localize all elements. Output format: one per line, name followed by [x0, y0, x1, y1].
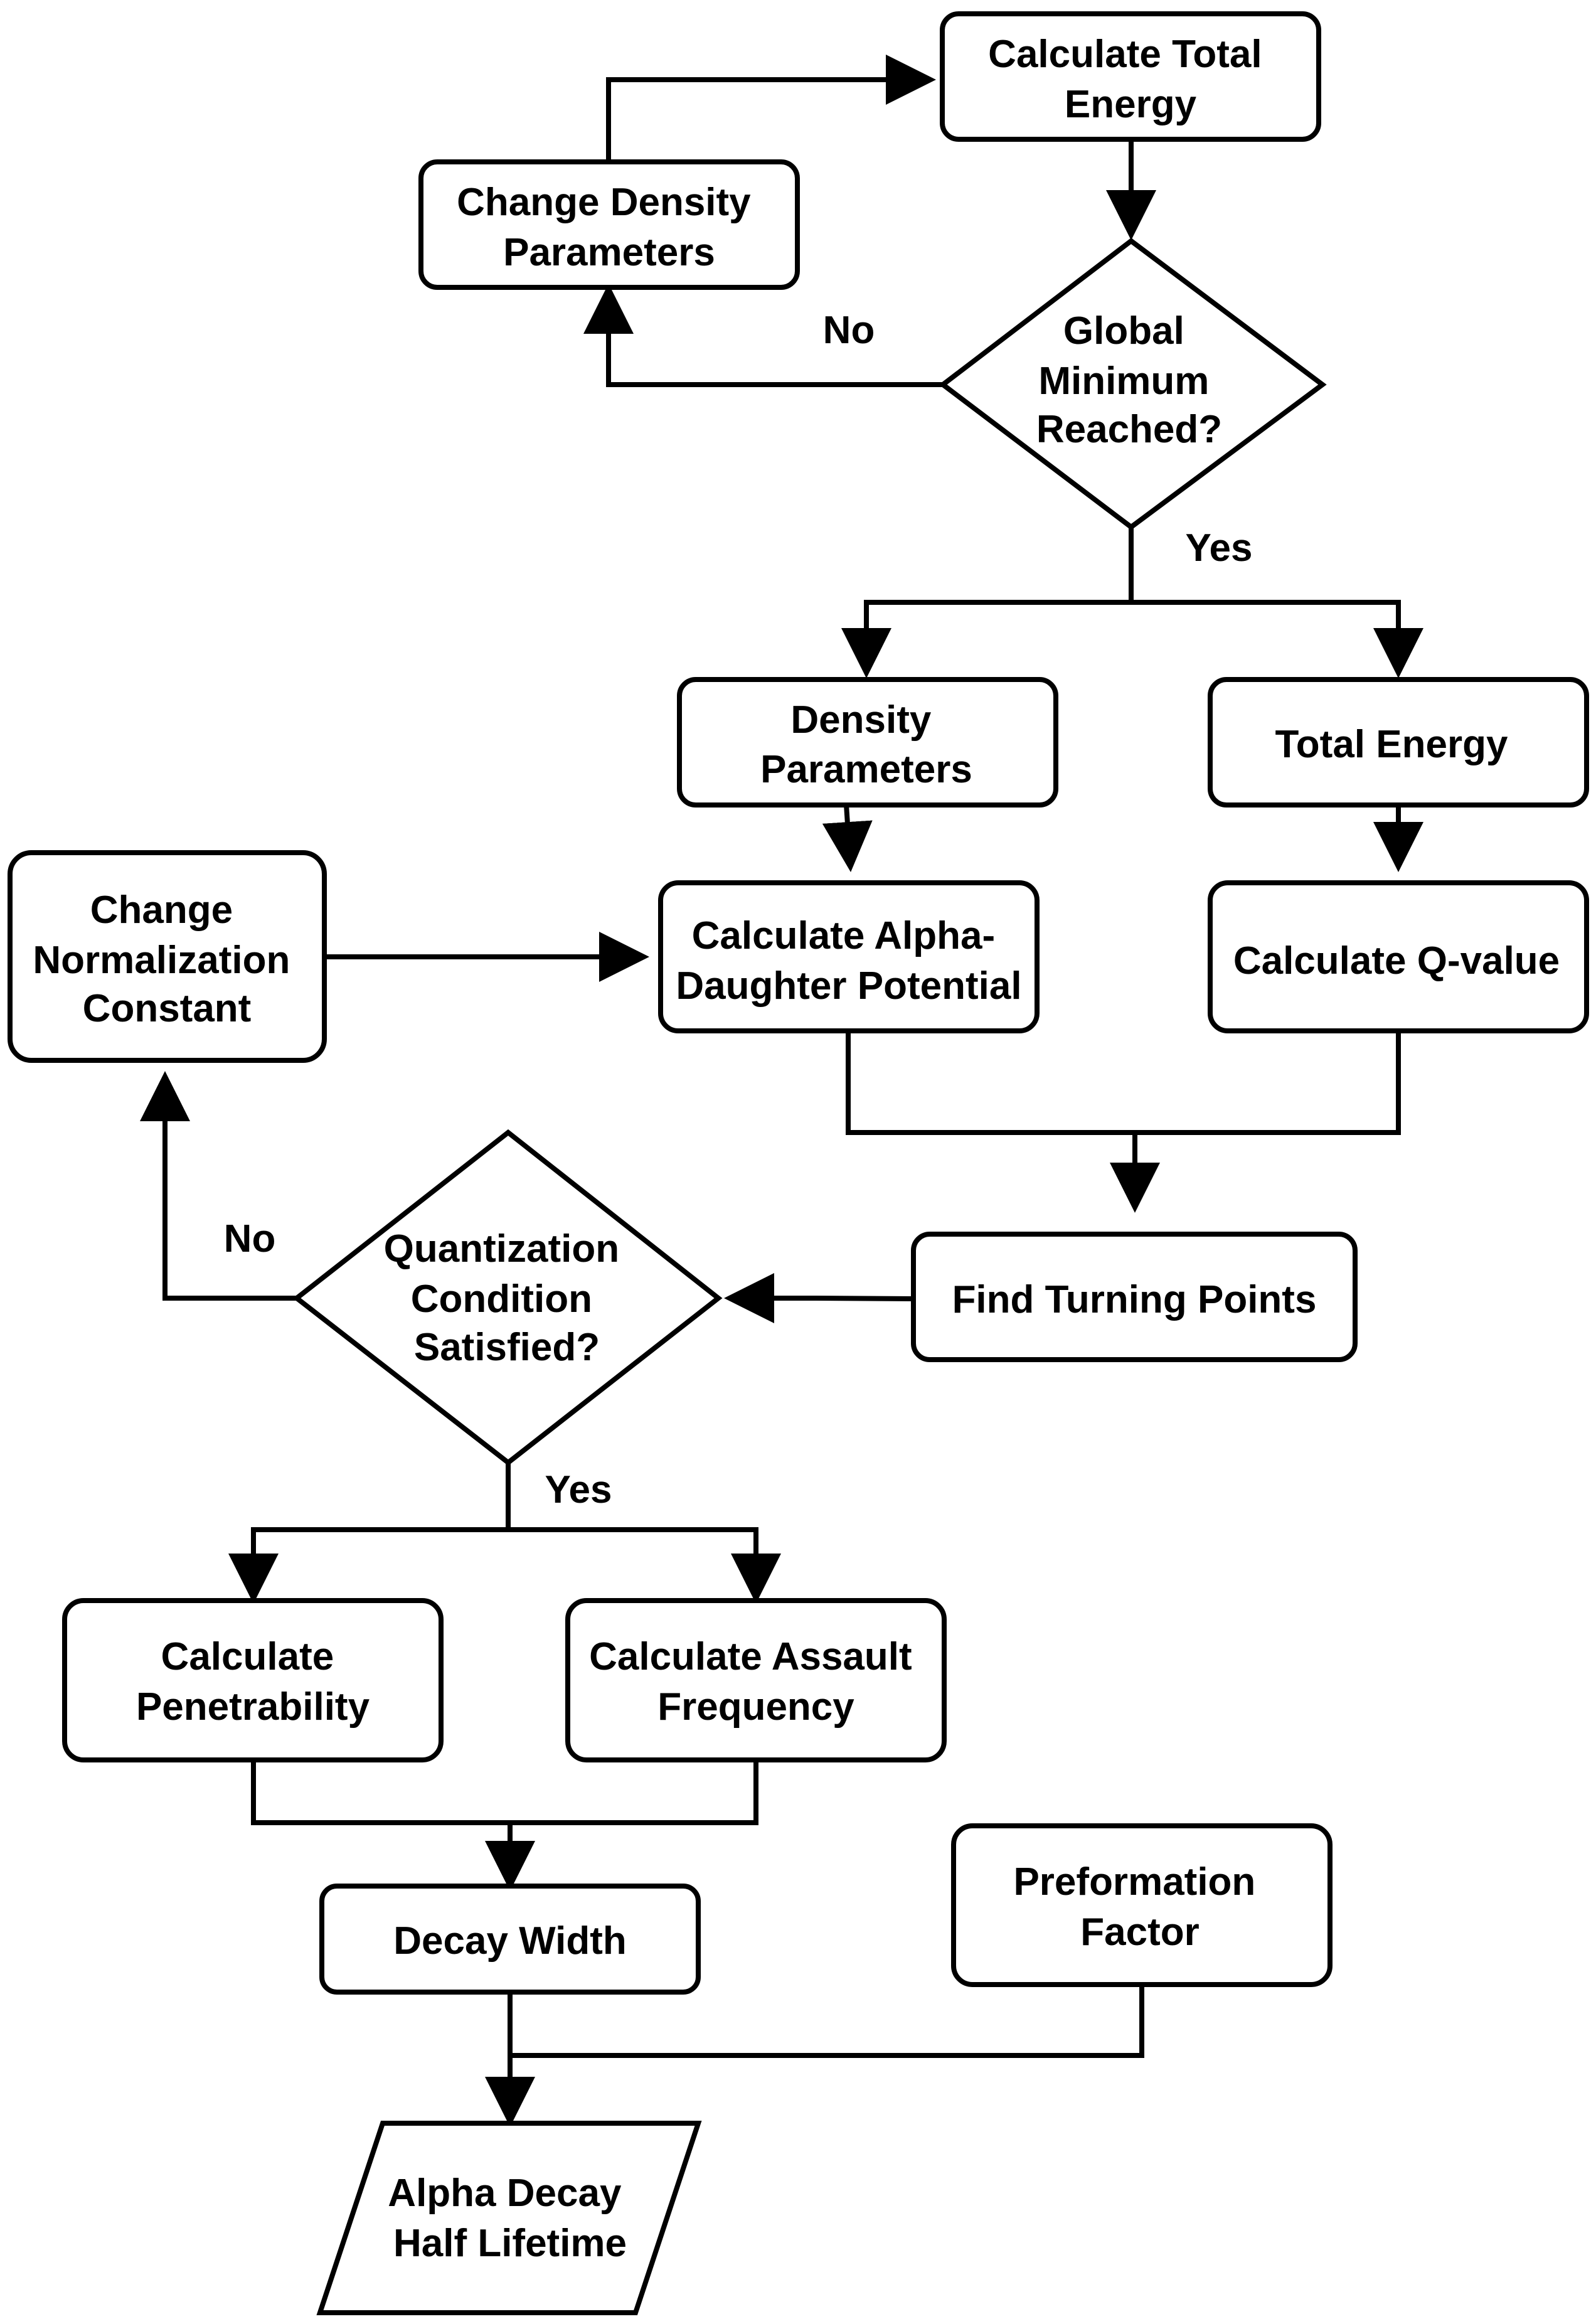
node-global-minimum: Global Minimum Reached?: [939, 237, 1327, 531]
svg-text:Preformation Factor: Preformation Factor: [1013, 1860, 1266, 1954]
svg-text:Calculate Assault Freque: Calculate Assault Frequency: [589, 1635, 923, 1729]
edge-penetrability-and-assault-merge: [251, 1761, 758, 1825]
node-half-lifetime: Alpha Decay Half Lifetime: [316, 2121, 702, 2315]
node-penetrability: Calculate Penetrability: [62, 1598, 444, 1762]
node-calc-alpha: Calculate Alpha- Daughter Potential: [658, 880, 1040, 1033]
edge-turning-points-to-quantization: [724, 1273, 914, 1323]
svg-text:Decay Width: Decay Width: [393, 1919, 627, 1963]
edge-yes-to-density-params: [841, 600, 1131, 678]
global-minimum-yes-label: Yes: [1186, 526, 1253, 570]
edge-yes-to-total-energy: [1131, 600, 1423, 678]
node-change-density-line-2: Parameters: [503, 231, 715, 274]
node-quantization-line-3: Satisfied?: [414, 1326, 600, 1369]
svg-text:Calculate Q-value: Calculate Q-value: [1233, 939, 1560, 983]
edge-change-density-to-calc-total-energy: [606, 55, 936, 160]
node-quantization: Quantization Condition Satisfied?: [292, 1129, 723, 1466]
node-density-params-line-2: Parameters: [760, 748, 972, 791]
global-minimum-no-label: No: [823, 309, 875, 352]
node-change-norm-line-2: Normalization: [33, 939, 290, 982]
svg-text:Find Turning Points: Find Turning Points: [952, 1278, 1317, 1321]
svg-text:Global Minimum Rea: Global Minimum Reached?: [1036, 309, 1222, 451]
svg-text:Calculate Total Energy: Calculate Total Energy: [988, 33, 1273, 126]
edge-global-minimum-no-to-change-density: [583, 284, 943, 387]
edge-yes-to-assault: [508, 1527, 781, 1604]
node-calc-total-energy: Calculate Total Energy: [940, 11, 1321, 142]
node-calc-total-energy-line-1: Calculate Total: [988, 33, 1262, 76]
quantization-no-label: No: [224, 1217, 276, 1261]
node-preformation-line-1: Preformation: [1013, 1860, 1255, 1904]
node-preformation-line-2: Factor: [1080, 1911, 1199, 1954]
edge-calc-alpha-and-q-merge: [846, 1031, 1401, 1135]
node-assault: Calculate Assault Frequency: [565, 1598, 947, 1762]
node-assault-line-2: Frequency: [657, 1685, 854, 1729]
node-penetrability-line-1: Calculate: [161, 1635, 334, 1678]
node-preformation: Preformation Factor: [951, 1823, 1333, 1987]
node-calc-q: Calculate Q-value: [1208, 880, 1589, 1033]
svg-text:Calculate Alpha- Daughte: Calculate Alpha- Daughter Potential: [676, 914, 1021, 1008]
node-decay-width-line-1: Decay Width: [393, 1919, 627, 1963]
node-decay-width: Decay Width: [319, 1884, 701, 1995]
svg-text:Quantization Condition: Quantization Condition Satisfied?: [384, 1227, 630, 1369]
node-density-params: Density Parameters: [677, 677, 1058, 808]
node-assault-line-1: Calculate Assault: [589, 1635, 912, 1678]
node-turning-points-line-1: Find Turning Points: [952, 1278, 1317, 1321]
node-calc-alpha-line-1: Calculate Alpha-: [692, 914, 995, 957]
node-total-energy-line-1: Total Energy: [1275, 723, 1508, 766]
node-total-energy: Total Energy: [1208, 677, 1589, 808]
node-quantization-line-2: Condition: [411, 1277, 592, 1321]
svg-text:Density Parameters: Density Parameters: [760, 698, 972, 791]
node-change-norm: Change Normalization Constant: [8, 850, 327, 1063]
node-global-minimum-line-2: Minimum: [1038, 360, 1209, 403]
node-quantization-line-1: Quantization: [384, 1227, 619, 1271]
node-calc-q-line-1: Calculate Q-value: [1233, 939, 1560, 983]
node-penetrability-line-2: Penetrability: [136, 1685, 370, 1729]
edge-labels: No Yes No Yes: [224, 309, 1253, 1511]
node-change-density: Change Density Parameters: [418, 159, 800, 290]
edge-yes-to-penetrability: [228, 1527, 508, 1604]
node-global-minimum-line-3: Reached?: [1036, 408, 1222, 451]
svg-text:Total Energy: Total Energy: [1275, 723, 1508, 766]
svg-text:Change Density Parameter: Change Density Parameters: [457, 181, 762, 274]
svg-text:Calculate Penetrability: Calculate Penetrability: [136, 1635, 370, 1729]
node-turning-points: Find Turning Points: [911, 1232, 1358, 1362]
node-change-norm-line-1: Change: [90, 888, 233, 932]
edge-preformation-to-half-lifetime: [510, 1986, 1144, 2058]
node-calc-total-energy-line-2: Energy: [1065, 83, 1197, 126]
quantization-yes-label: Yes: [545, 1468, 612, 1511]
edge-density-params-to-calc-alpha: [822, 804, 873, 872]
svg-text:Alpha Decay Half Lifetim: Alpha Decay Half Lifetime: [388, 2172, 632, 2265]
svg-text:Change Normalization: Change Normalization Constant: [33, 888, 301, 1030]
edge-quantization-no-to-change-norm: [140, 1071, 297, 1301]
node-calc-alpha-line-2: Daughter Potential: [676, 964, 1021, 1008]
node-half-lifetime-line-1: Alpha Decay: [388, 2172, 622, 2215]
node-global-minimum-line-1: Global: [1063, 309, 1184, 353]
node-change-density-line-1: Change Density: [457, 181, 751, 224]
node-change-norm-line-3: Constant: [83, 987, 252, 1030]
edges: [140, 55, 1423, 2127]
node-density-params-line-1: Density: [790, 698, 931, 742]
node-half-lifetime-line-2: Half Lifetime: [393, 2222, 627, 2265]
